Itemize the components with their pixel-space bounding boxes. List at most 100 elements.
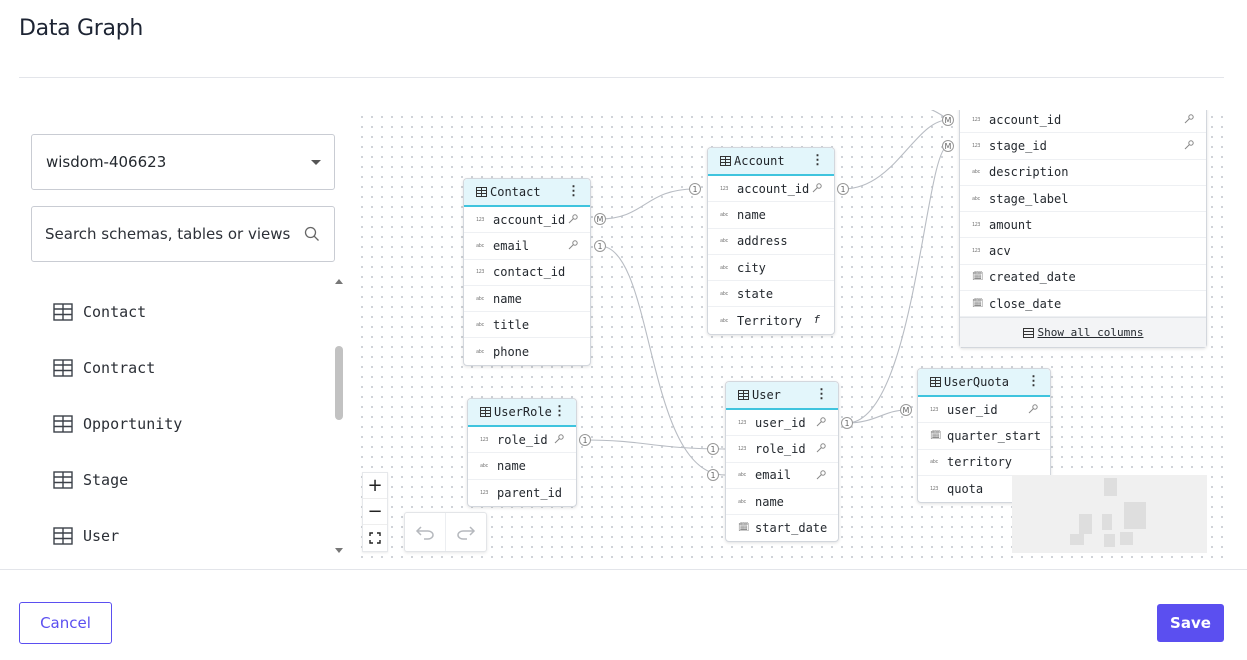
scrollbar-thumb[interactable] xyxy=(335,346,343,420)
more-options-icon[interactable]: ⋮ xyxy=(811,153,824,168)
column-row[interactable]: abc title xyxy=(464,312,590,339)
column-name: account_id xyxy=(989,112,1062,127)
column-name: amount xyxy=(989,217,1033,232)
redo-icon xyxy=(457,526,476,540)
table-list-item[interactable]: User xyxy=(31,508,331,564)
scroll-down-icon[interactable] xyxy=(335,548,343,553)
project-select[interactable]: wisdom-406623 xyxy=(31,134,335,190)
table-list-item[interactable]: Contact xyxy=(31,284,331,340)
show-all-columns-button[interactable]: Show all columns xyxy=(960,317,1206,348)
minimap-node xyxy=(1079,514,1092,534)
undo-button[interactable] xyxy=(405,513,446,551)
table-list-label: Stage xyxy=(83,471,129,489)
search-field[interactable] xyxy=(31,206,335,262)
redo-button[interactable] xyxy=(446,513,486,551)
save-button[interactable]: Save xyxy=(1157,604,1224,642)
node-title: UserRole xyxy=(494,405,552,419)
more-options-icon[interactable]: ⋮ xyxy=(815,387,828,402)
table-list-item[interactable]: Contract xyxy=(31,340,331,396)
table-list-item[interactable]: Opportunity xyxy=(31,396,331,452)
undo-redo-controls xyxy=(404,512,487,552)
column-name: title xyxy=(493,317,530,332)
table-icon xyxy=(480,407,491,417)
table-icon xyxy=(53,359,73,377)
table-list-scrollbar[interactable] xyxy=(334,276,345,556)
cardinality-label: 1 xyxy=(582,436,587,445)
node-header[interactable]: UserRole ⋮ xyxy=(468,399,576,427)
scroll-up-icon[interactable] xyxy=(335,279,343,284)
cardinality-label: 1 xyxy=(692,185,697,194)
node-title: Contact xyxy=(490,185,541,199)
text-type-icon: abc xyxy=(476,348,485,355)
text-type-icon: abc xyxy=(972,195,981,202)
minimap-node xyxy=(1120,532,1133,545)
column-name: Territory xyxy=(737,313,803,328)
text-type-icon: abc xyxy=(720,317,729,324)
key-icon xyxy=(568,240,578,250)
fullscreen-icon xyxy=(369,532,381,544)
text-type-icon: abc xyxy=(476,321,485,328)
node-header[interactable]: Contact ⋮ xyxy=(464,179,590,207)
column-row[interactable]: 🗓close_date xyxy=(960,291,1206,318)
node-header[interactable]: Account ⋮ xyxy=(708,148,834,176)
node-header[interactable]: UserQuota ⋮ xyxy=(918,369,1050,397)
column-name: email xyxy=(493,238,530,253)
more-options-icon[interactable]: ⋮ xyxy=(1027,374,1040,389)
search-input[interactable] xyxy=(45,207,305,261)
column-row[interactable]: 🗓created_date xyxy=(960,265,1206,292)
edge-contact-user xyxy=(599,245,726,476)
column-name: user_id xyxy=(947,402,998,417)
text-type-icon: abc xyxy=(738,498,747,505)
table-list-label: Opportunity xyxy=(83,415,183,433)
fit-view-button[interactable] xyxy=(363,525,387,551)
minimap[interactable] xyxy=(1012,475,1207,553)
column-name: stage_id xyxy=(989,138,1047,153)
column-row[interactable]: 🗓quarter_start xyxy=(918,423,1050,450)
zoom-in-button[interactable]: + xyxy=(363,473,387,499)
more-options-icon[interactable]: ⋮ xyxy=(553,404,566,419)
column-row[interactable]: 🗓start_date xyxy=(726,515,838,541)
column-name: account_id xyxy=(737,181,810,196)
zoom-out-button[interactable]: − xyxy=(363,499,387,525)
key-icon xyxy=(554,434,564,444)
cancel-button[interactable]: Cancel xyxy=(19,602,112,644)
table-icon xyxy=(476,187,487,197)
more-options-icon[interactable]: ⋮ xyxy=(567,184,580,199)
table-list-item[interactable]: Stage xyxy=(31,452,331,508)
node-header[interactable]: User ⋮ xyxy=(726,382,838,410)
cardinality-label: 1 xyxy=(710,471,715,480)
